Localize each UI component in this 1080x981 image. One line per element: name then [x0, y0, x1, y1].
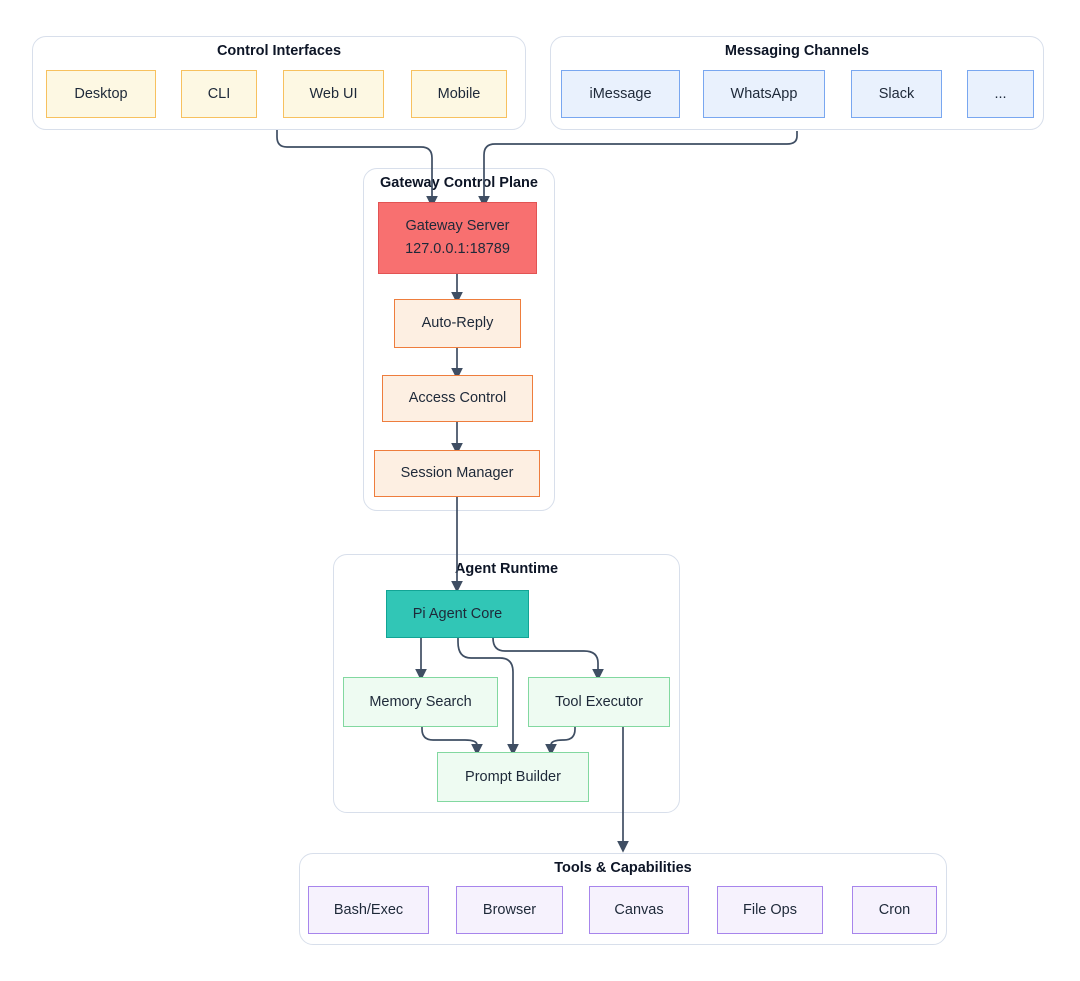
- node-bash-exec: Bash/Exec: [308, 886, 429, 934]
- node-cron: Cron: [852, 886, 937, 934]
- node-imessage: iMessage: [561, 70, 680, 118]
- node-pi-agent-core: Pi Agent Core: [386, 590, 529, 638]
- node-canvas: Canvas: [589, 886, 689, 934]
- group-agent-runtime-title: Agent Runtime: [454, 561, 559, 577]
- group-messaging-channels-title: Messaging Channels: [724, 43, 870, 59]
- node-whatsapp: WhatsApp: [703, 70, 825, 118]
- group-tools-capabilities-title: Tools & Capabilities: [554, 860, 692, 876]
- node-web-ui: Web UI: [283, 70, 384, 118]
- node-tool-executor: Tool Executor: [528, 677, 670, 727]
- node-slack: Slack: [851, 70, 942, 118]
- node-session-manager: Session Manager: [374, 450, 540, 497]
- node-memory-search: Memory Search: [343, 677, 498, 727]
- node-gateway-server-address: 127.0.0.1:18789: [405, 241, 510, 257]
- node-browser: Browser: [456, 886, 563, 934]
- node-gateway-server-label: Gateway Server: [405, 217, 510, 234]
- node-access-control: Access Control: [382, 375, 533, 422]
- group-gateway-control-plane-title: Gateway Control Plane: [380, 175, 538, 191]
- node-gateway-server: Gateway Server 127.0.0.1:18789: [378, 202, 537, 274]
- node-cli: CLI: [181, 70, 257, 118]
- group-control-interfaces-title: Control Interfaces: [216, 43, 342, 59]
- node-mobile: Mobile: [411, 70, 507, 118]
- node-desktop: Desktop: [46, 70, 156, 118]
- node-auto-reply: Auto-Reply: [394, 299, 521, 348]
- node-file-ops: File Ops: [717, 886, 823, 934]
- node-more-channels: ...: [967, 70, 1034, 118]
- node-prompt-builder: Prompt Builder: [437, 752, 589, 802]
